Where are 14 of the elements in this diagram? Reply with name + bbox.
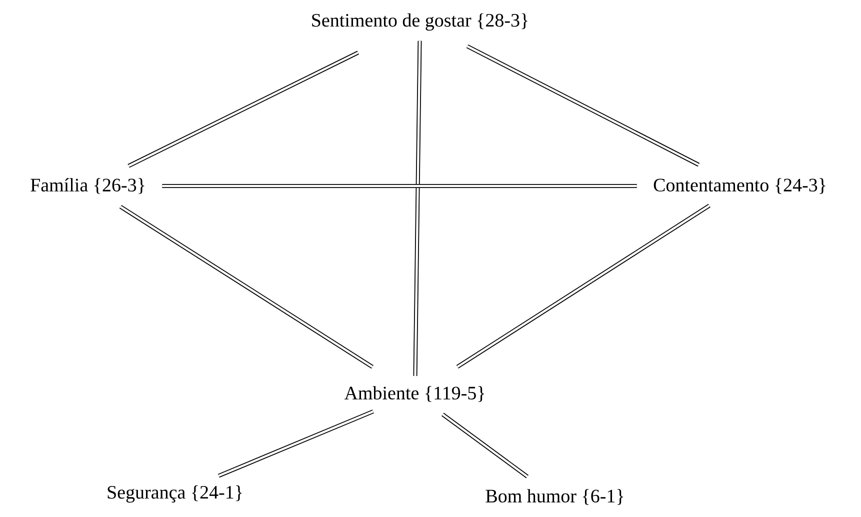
- node-label: Sentimento de gostar {28-3}: [312, 13, 528, 31]
- double-line: [162, 184, 637, 188]
- double-line: [413, 40, 422, 376]
- double-line: [441, 412, 529, 478]
- double-line: [128, 50, 360, 168]
- node-label: Família {26-3}: [30, 178, 144, 194]
- double-line: [456, 204, 710, 369]
- double-line: [466, 44, 700, 167]
- node-label: Segurança {24-1}: [108, 485, 242, 503]
- double-line: [218, 410, 374, 478]
- node-label: Contentamento {24-3}: [654, 178, 826, 194]
- double-line: [119, 204, 374, 369]
- node-label: Bom humor {6-1}: [486, 489, 624, 505]
- node-label: Ambiente {119-5}: [344, 386, 484, 402]
